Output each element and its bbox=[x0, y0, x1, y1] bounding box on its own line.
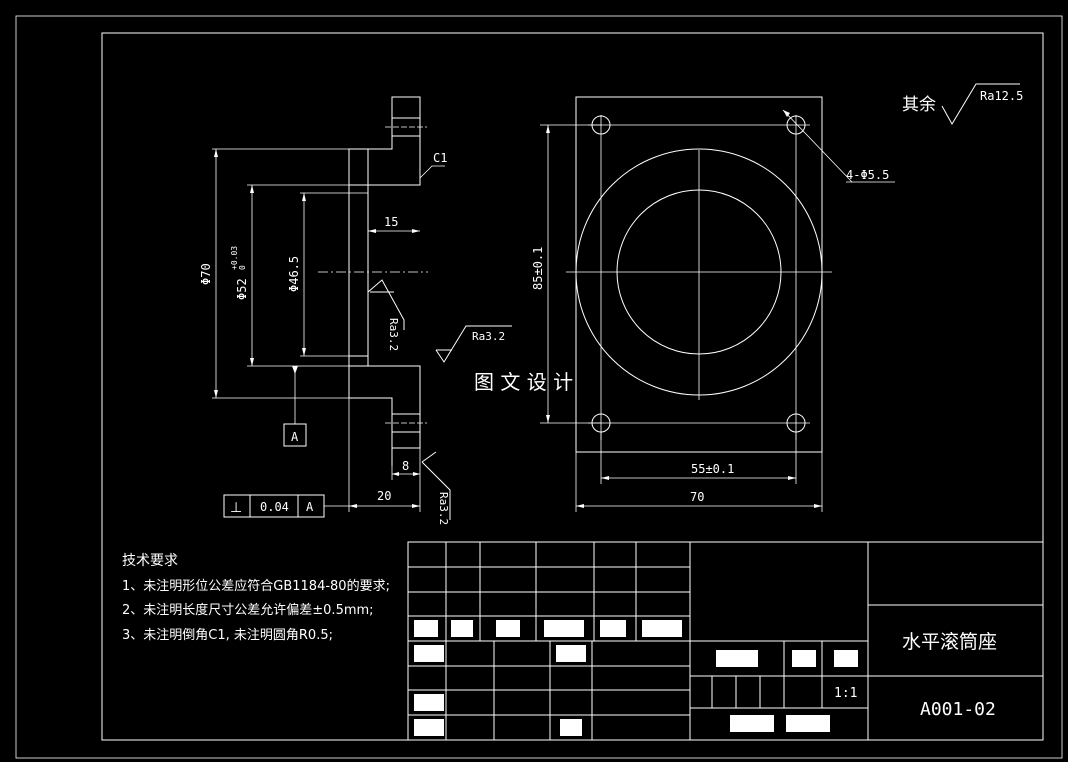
roughness-other-label: 其余 bbox=[902, 95, 936, 115]
top-plan-view: 4-Φ5.5 85±0.1 55±0.1 70 bbox=[531, 96, 895, 512]
ra-bore: Ra3.2 bbox=[387, 318, 400, 351]
roughness-other-value: Ra12.5 bbox=[980, 89, 1023, 103]
tech-requirement-1: 1、未注明形位公差应符合GB1184-80的要求; bbox=[122, 578, 390, 594]
ra-face: Ra3.2 bbox=[472, 330, 505, 343]
dim-20: 20 bbox=[377, 489, 391, 503]
dim-15: 15 bbox=[384, 215, 398, 229]
tech-requirement-3: 3、未注明倒角C1, 未注明圆角R0.5; bbox=[122, 628, 333, 643]
title-block: 1:1 水平滚筒座 A001-02 bbox=[407, 541, 1044, 741]
part-name: 水平滚筒座 bbox=[902, 631, 997, 653]
tolerance-frame: ⊥ 0.04 A bbox=[223, 494, 349, 518]
watermark: 图 文 设 计 bbox=[474, 370, 573, 394]
dim-70: 70 bbox=[690, 490, 704, 504]
dim-phi52-tol-lower: 0 bbox=[238, 265, 247, 270]
tech-requirements-title: 技术要求 bbox=[122, 553, 178, 569]
datum-label: A bbox=[291, 430, 299, 444]
tech-requirements: 技术要求 1、未注明形位公差应符合GB1184-80的要求; 2、未注明长度尺寸… bbox=[122, 553, 390, 643]
dim-phi70: Φ70 bbox=[199, 263, 213, 285]
dim-85: 85±0.1 bbox=[531, 247, 545, 290]
tolerance-value: 0.04 bbox=[260, 500, 289, 514]
tolerance-datum: A bbox=[306, 500, 314, 514]
scale-value: 1:1 bbox=[834, 686, 857, 701]
dim-phi46: Φ46.5 bbox=[287, 256, 301, 292]
dim-phi52-tol-upper: +0.03 bbox=[230, 246, 239, 270]
dim-8: 8 bbox=[402, 459, 409, 473]
side-section-view: C1 15 Φ70 Φ52 +0.03 0 Φ46.5 Ra3.2 bbox=[199, 96, 512, 525]
dim-phi52: Φ52 bbox=[235, 278, 249, 300]
chamfer-label: C1 bbox=[433, 151, 447, 165]
tech-requirement-2: 2、未注明长度尺寸公差允许偏差±0.5mm; bbox=[122, 602, 374, 618]
roughness-other-symbol: 其余 Ra12.5 bbox=[902, 83, 1023, 125]
perpendicularity-symbol: ⊥ bbox=[230, 500, 242, 516]
outer-border bbox=[15, 15, 1063, 759]
drawing-number: A001-02 bbox=[920, 699, 996, 720]
ra-flange: Ra3.2 bbox=[437, 492, 450, 525]
dim-55: 55±0.1 bbox=[691, 462, 734, 476]
holes-callout: 4-Φ5.5 bbox=[846, 168, 889, 182]
